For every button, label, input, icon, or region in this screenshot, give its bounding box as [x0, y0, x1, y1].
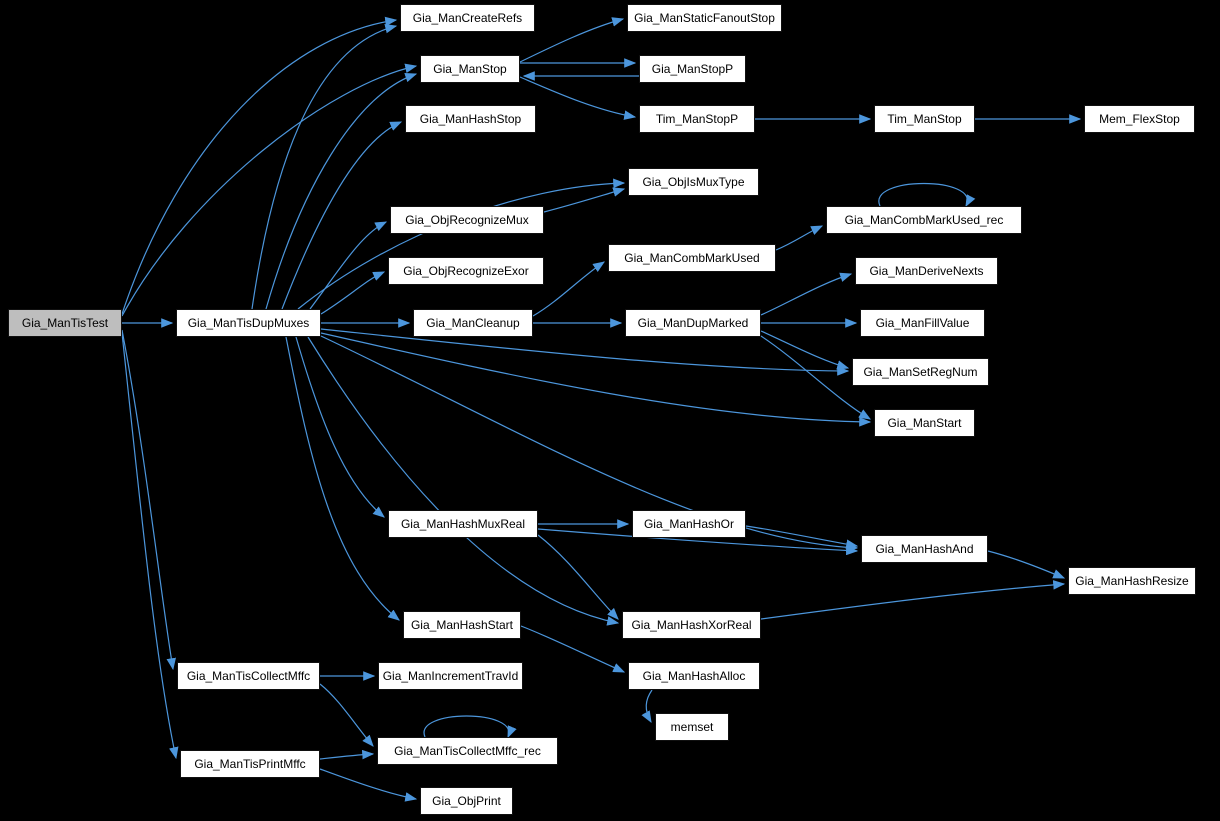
edge-dupmarked-to-derivenexts — [760, 272, 853, 316]
graph-node-fillvalue[interactable]: Gia_ManFillValue — [860, 309, 985, 337]
graph-node-hashalloc[interactable]: Gia_ManHashAlloc — [628, 662, 760, 690]
edge-tistest-to-tiscollectmffc — [121, 329, 176, 671]
graph-node-objrecognizemux[interactable]: Gia_ObjRecognizeMux — [390, 206, 544, 234]
graph-node-objprint[interactable]: Gia_ObjPrint — [420, 787, 513, 815]
graph-node-tiscollectmffcrec[interactable]: Gia_ManTisCollectMffc_rec — [377, 737, 558, 765]
graph-node-hashstart[interactable]: Gia_ManHashStart — [403, 611, 521, 639]
edge-combmarkused-to-combmarkusedrec — [775, 225, 824, 251]
graph-node-timmanstop[interactable]: Tim_ManStop — [874, 105, 975, 133]
graph-node-hashxorreal[interactable]: Gia_ManHashXorReal — [622, 611, 761, 639]
edge-hashmuxreal-to-hashand — [537, 528, 859, 556]
edge-manstop-to-timstopp — [519, 76, 637, 120]
graph-node-timstopp[interactable]: Tim_ManStopP — [639, 105, 755, 133]
graph-node-hashor[interactable]: Gia_ManHashOr — [632, 510, 746, 538]
graph-node-dupmarked[interactable]: Gia_ManDupMarked — [625, 309, 761, 337]
edge-tisdupmuxes-to-manstart — [320, 332, 872, 427]
edge-tistest-to-tisprintmffc — [121, 332, 179, 760]
edge-dupmarked-to-setregnum — [760, 330, 850, 370]
edge-tisdupmuxes-to-hashxorreal — [307, 336, 620, 626]
edge-group — [121, 16, 1082, 802]
edge-tisdupmuxes-to-manstop — [265, 72, 418, 310]
graph-node-combmarkused[interactable]: Gia_ManCombMarkUsed — [608, 244, 776, 272]
edge-tiscollectmffcrec-to-tiscollectmffcrec — [423, 715, 517, 739]
edge-objrecognizemux-to-objismuxtype — [543, 187, 626, 213]
graph-node-hashresize[interactable]: Gia_ManHashResize — [1068, 567, 1196, 595]
edge-tisdupmuxes-to-objrecognizemux — [309, 221, 388, 310]
edge-hashand-to-hashresize — [987, 550, 1066, 579]
graph-node-memflexstop[interactable]: Mem_FlexStop — [1084, 105, 1195, 133]
graph-node-combmarkusedrec[interactable]: Gia_ManCombMarkUsed_rec — [826, 206, 1022, 234]
edge-dupmarked-to-manstart — [760, 335, 872, 420]
edge-tisprintmffc-to-tiscollectmffcrec — [319, 749, 375, 760]
graph-node-derivenexts[interactable]: Gia_ManDeriveNexts — [855, 257, 998, 285]
edge-tistest-to-manstop — [121, 63, 418, 317]
graph-node-tistest[interactable]: Gia_ManTisTest — [8, 309, 122, 337]
edge-tiscollectmffc-to-tiscollectmffcrec — [319, 683, 374, 747]
edge-hashor-to-hashand — [745, 525, 859, 549]
graph-node-manstop[interactable]: Gia_ManStop — [420, 55, 520, 83]
graph-node-objismuxtype[interactable]: Gia_ObjIsMuxType — [628, 168, 759, 196]
graph-node-hashand[interactable]: Gia_ManHashAnd — [861, 535, 988, 563]
graph-node-mancleanup[interactable]: Gia_ManCleanup — [413, 309, 533, 337]
edge-tisdupmuxes-to-hashstop — [281, 121, 403, 310]
graph-node-staticfanoutstop[interactable]: Gia_ManStaticFanoutStop — [627, 4, 782, 32]
graph-node-tisprintmffc[interactable]: Gia_ManTisPrintMffc — [180, 750, 320, 778]
edge-tisdupmuxes-to-hashand — [320, 335, 859, 553]
graph-node-incrementtravid[interactable]: Gia_ManIncrementTravId — [378, 662, 523, 690]
graph-node-hashstop[interactable]: Gia_ManHashStop — [405, 105, 536, 133]
edge-hashmuxreal-to-hashxorreal — [537, 534, 619, 620]
edge-tisdupmuxes-to-hashstart — [285, 336, 400, 621]
edge-tistest-to-createrefs — [121, 16, 398, 315]
graph-node-memset[interactable]: memset — [655, 713, 729, 741]
graph-node-tiscollectmffc[interactable]: Gia_ManTisCollectMffc — [177, 662, 320, 690]
graph-node-manstopp[interactable]: Gia_ManStopP — [639, 55, 746, 83]
graph-node-tisdupmuxes[interactable]: Gia_ManTisDupMuxes — [176, 309, 321, 337]
edge-tisdupmuxes-to-hashmuxreal — [295, 336, 385, 518]
edge-combmarkusedrec-to-combmarkusedrec — [878, 182, 976, 208]
edge-hashstart-to-hashalloc — [520, 625, 626, 673]
edge-tisdupmuxes-to-setregnum — [320, 328, 850, 376]
graph-node-hashmuxreal[interactable]: Gia_ManHashMuxReal — [388, 510, 538, 538]
edge-hashxorreal-to-hashresize — [760, 580, 1066, 620]
edge-tisdupmuxes-to-createrefs — [251, 23, 398, 310]
edge-manstop-to-staticfanoutstop — [519, 17, 625, 63]
edge-hashalloc-to-memset — [641, 689, 653, 724]
graph-node-createrefs[interactable]: Gia_ManCreateRefs — [400, 4, 535, 32]
edge-tisdupmuxes-to-objrecognizeexor — [320, 271, 386, 315]
edge-tisdupmuxes-to-objismuxtype — [297, 178, 626, 310]
edge-tisprintmffc-to-objprint — [319, 768, 418, 802]
edge-mancleanup-to-combmarkused — [532, 261, 605, 317]
graph-node-setregnum[interactable]: Gia_ManSetRegNum — [852, 358, 989, 386]
graph-node-objrecognizeexor[interactable]: Gia_ObjRecognizeExor — [388, 257, 544, 285]
graph-node-manstart[interactable]: Gia_ManStart — [874, 409, 975, 437]
